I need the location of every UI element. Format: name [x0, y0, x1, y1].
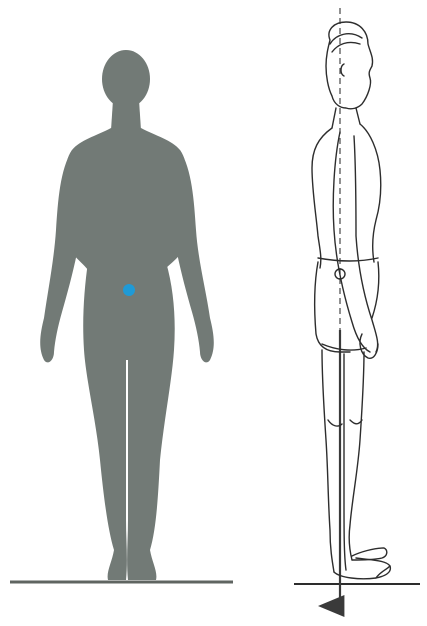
center-of-mass-dot-icon: [123, 284, 135, 296]
human-sketch-side-icon: [312, 22, 390, 579]
front-silhouette: [10, 50, 233, 582]
human-silhouette-front-icon: [40, 50, 214, 580]
side-sketch: [294, 8, 420, 606]
